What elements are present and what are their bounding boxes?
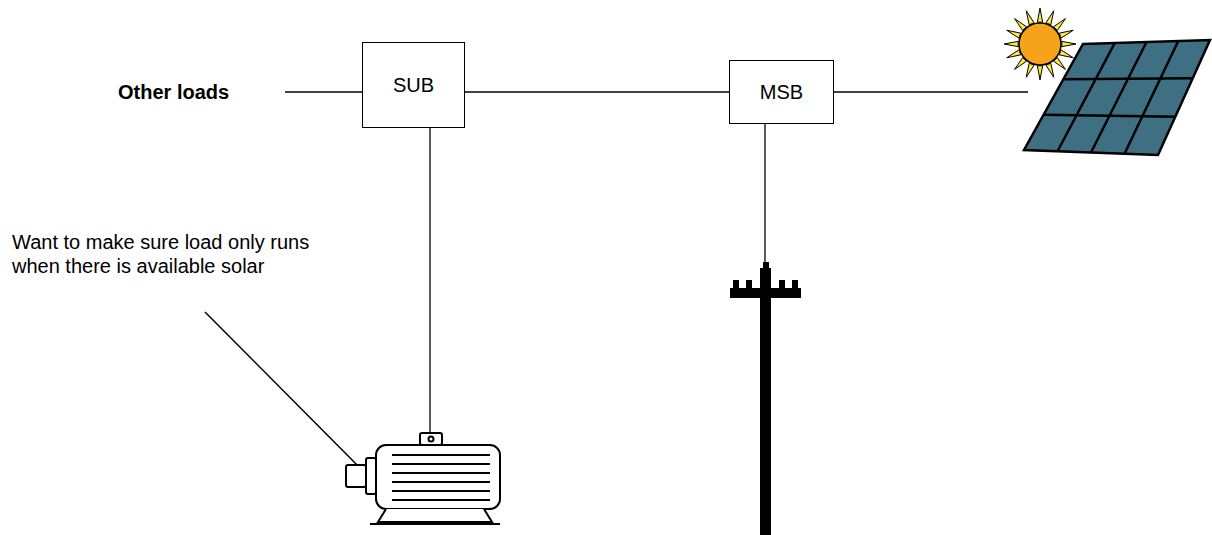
note-text: Want to make sure load only runs when th…: [12, 230, 312, 278]
board-feeder: [465, 91, 729, 92]
solar-panel: [1024, 40, 1210, 155]
load-label: Other loads: [118, 80, 229, 104]
motor-symbol: [346, 433, 500, 524]
solar-wire: [834, 91, 1028, 92]
sun-symbol: [1004, 8, 1076, 80]
box-title: MSB: [754, 81, 809, 104]
other-loads-wire: [285, 91, 362, 92]
grid-wire: [764, 123, 765, 268]
main-switchboard-box: MSB: [729, 60, 834, 124]
box-title: SUB: [387, 74, 440, 97]
sub-board-box: SUB: [362, 42, 465, 128]
power-pole: [730, 262, 801, 535]
leader-arrow: [205, 312, 374, 482]
motor-wire: [429, 128, 430, 433]
